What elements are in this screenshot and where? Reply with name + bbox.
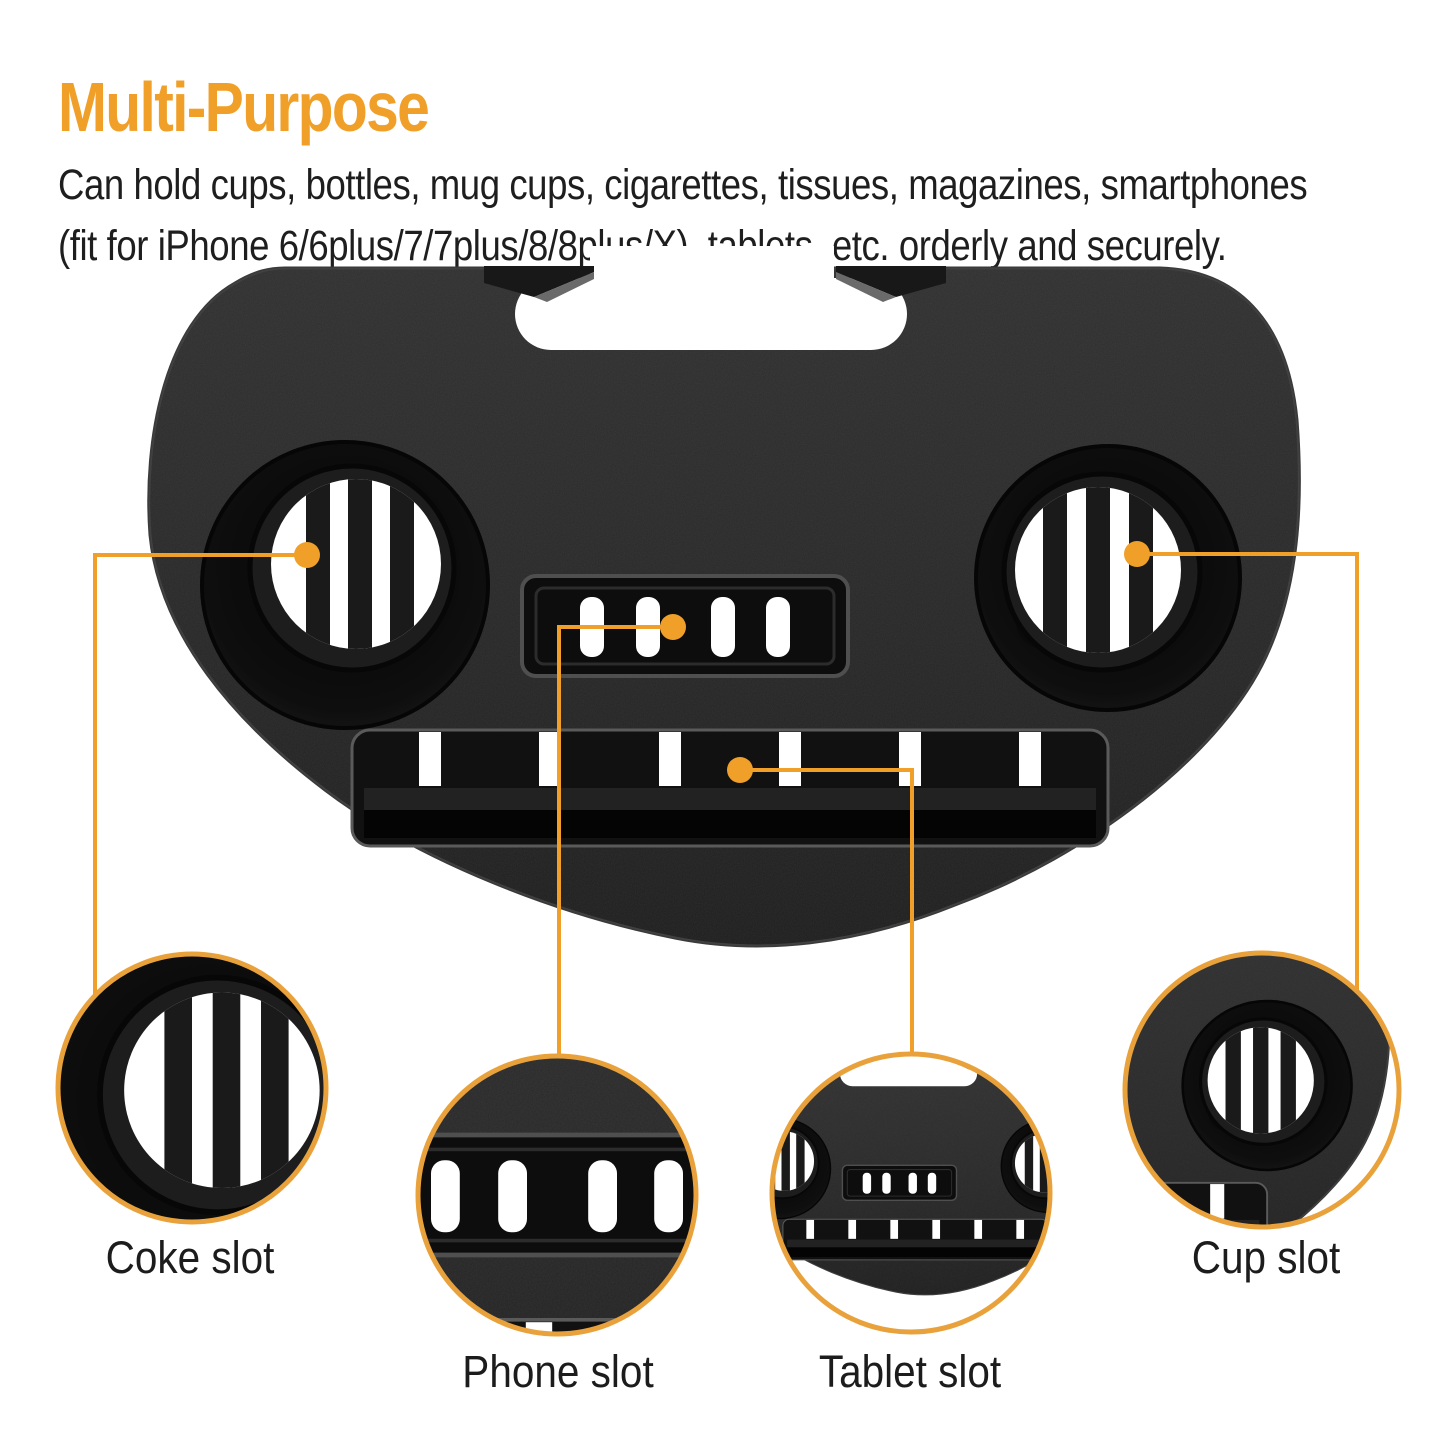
handle-hook-right (836, 266, 946, 297)
callout-line-coke (93, 553, 307, 1000)
tablet-slot (350, 728, 1110, 848)
callout-dot-phone (660, 614, 686, 640)
magnifier-coke-ring (55, 951, 329, 1225)
callout-dot-tablet (727, 757, 753, 783)
cup-holder-left-slats (306, 479, 414, 649)
magnifier-coke (55, 951, 329, 1225)
handle-cutout (484, 246, 946, 350)
product-tray (147, 246, 1301, 948)
callout-dot-coke (294, 542, 320, 568)
description-line-1: Can hold cups, bottles, mug cups, cigare… (58, 161, 1308, 209)
tablet-slot-label: Tablet slot (818, 1346, 1002, 1397)
handle-hook-right-facet (836, 272, 896, 302)
cup-holder-right (974, 444, 1242, 712)
magnifier-phone-ring (415, 1053, 699, 1337)
magnifier-tablet (769, 1051, 1053, 1335)
phone-slot-label: Phone slot (462, 1346, 654, 1397)
magnifier-tablet-ring (769, 1051, 1053, 1335)
cup-holder-left (200, 440, 490, 730)
cup-slot-label: Cup slot (1191, 1232, 1341, 1283)
callout-line-cup (1137, 552, 1359, 1000)
page-title: Multi-Purpose (58, 67, 430, 146)
callout-dot-cup (1124, 541, 1150, 567)
product-description: Can hold cups, bottles, mug cups, cigare… (58, 155, 1308, 277)
handle-hook-left (484, 266, 594, 297)
handle-hook-left-facet (534, 272, 594, 302)
callout-dots (294, 541, 1150, 783)
callout-line-phone (557, 625, 673, 1062)
callout-lines (93, 552, 1359, 1062)
cup-holder-right-slats (1043, 487, 1153, 653)
coke-slot-label: Coke slot (105, 1232, 275, 1283)
magnifier-cup (1122, 950, 1402, 1230)
magnifier-phone (415, 1053, 699, 1337)
magnifier-cup-ring (1122, 950, 1402, 1230)
callout-line-tablet (740, 768, 914, 1058)
